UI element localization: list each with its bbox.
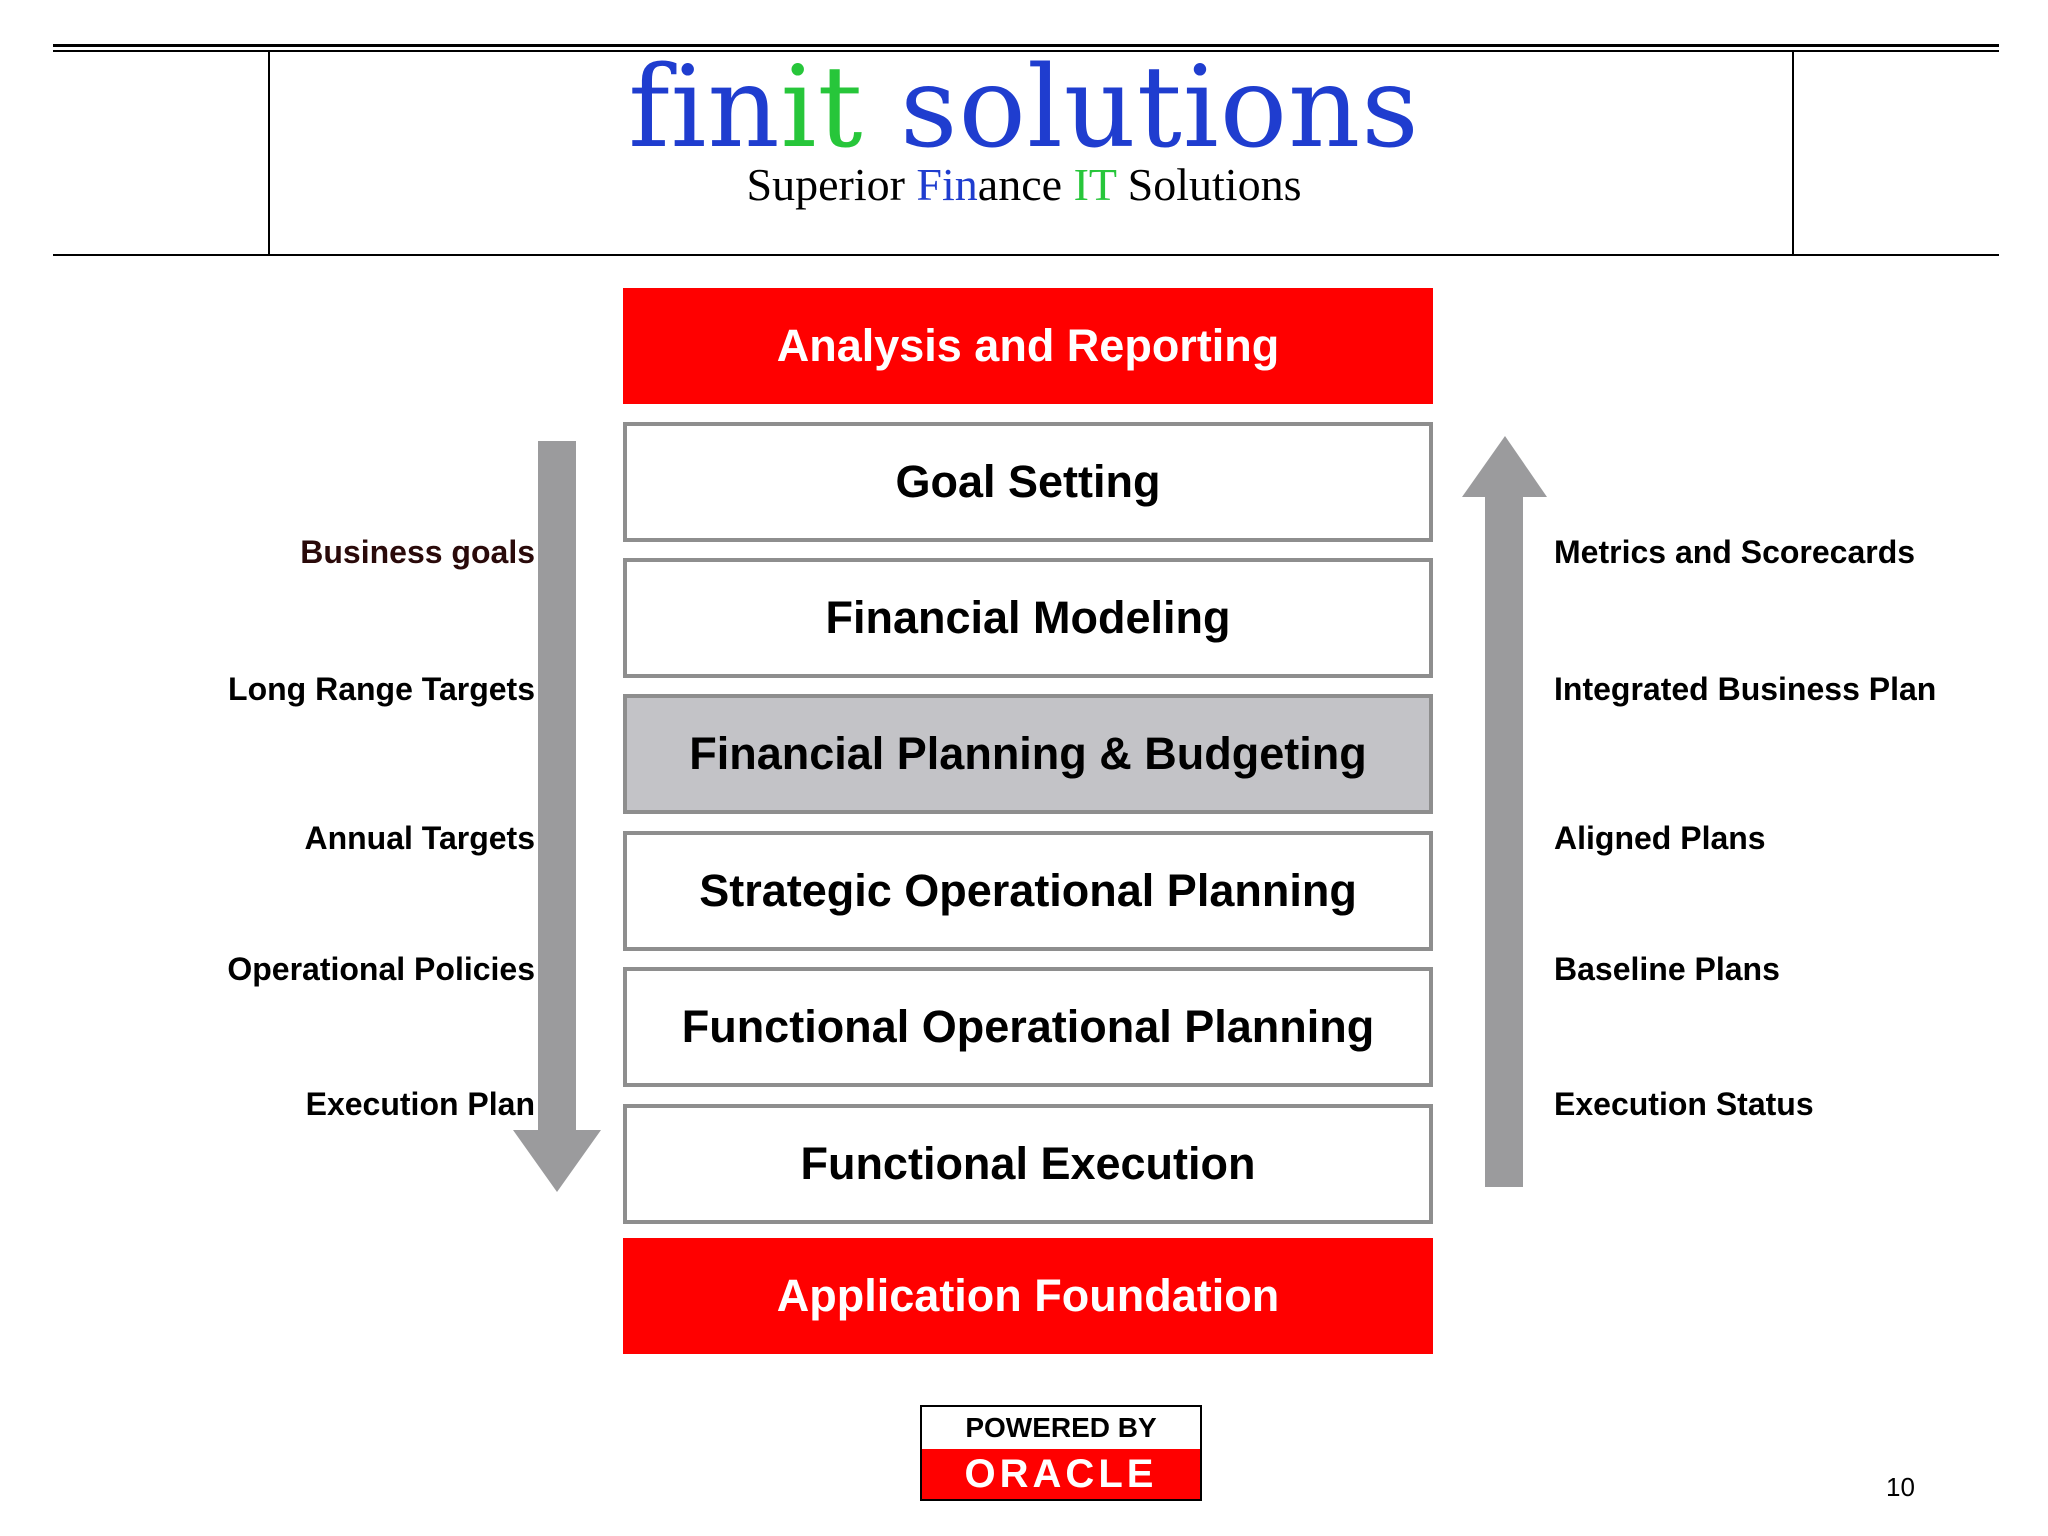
layer-functional-execution: Functional Execution: [623, 1104, 1433, 1224]
company-tagline: Superior Finance IT Solutions: [0, 158, 2048, 212]
left-label: Business goals: [300, 534, 535, 570]
oracle-wordmark: ORACLE: [964, 1452, 1158, 1496]
left-label: Operational Policies: [227, 951, 535, 987]
company-logo: finit solutions: [0, 48, 2048, 168]
left-label: Long Range Targets: [228, 671, 535, 707]
header-top-rule-inner: [53, 50, 1999, 52]
layer-financial-modeling: Financial Modeling: [623, 558, 1433, 678]
left-label: Annual Targets: [304, 820, 535, 856]
powered-by-oracle-badge: POWERED BY ORACLE: [920, 1405, 1202, 1501]
right-label: Baseline Plans: [1554, 951, 1780, 987]
layer-financial-planning-budgeting: Financial Planning & Budgeting: [623, 694, 1433, 814]
header-left-divider: [268, 52, 270, 256]
header-top-rule-outer: [53, 44, 1999, 47]
application-foundation-bar: Application Foundation: [623, 1238, 1433, 1354]
page-number: 10: [1886, 1472, 1915, 1502]
layer-functional-operational-planning: Functional Operational Planning: [623, 967, 1433, 1087]
down-arrow: [513, 441, 601, 1192]
layer-goal-setting: Goal Setting: [623, 422, 1433, 542]
tagline-part: ance: [977, 159, 1074, 210]
logo-part: fin: [628, 43, 781, 173]
logo-part: it: [780, 43, 864, 173]
tagline-part: Solutions: [1116, 159, 1302, 210]
powered-by-text: POWERED BY: [965, 1412, 1157, 1443]
up-arrow: [1462, 436, 1547, 1187]
right-label: Aligned Plans: [1554, 820, 1766, 856]
left-label: Execution Plan: [305, 1086, 535, 1122]
header-right-divider: [1792, 52, 1794, 256]
oracle-logo-band: ORACLE: [922, 1449, 1200, 1499]
analysis-and-reporting-bar: Analysis and Reporting: [623, 288, 1433, 404]
tagline-part: Fin: [916, 159, 978, 210]
right-label: Metrics and Scorecards: [1554, 534, 1916, 570]
header-bottom-rule: [53, 254, 1999, 256]
right-label: Execution Status: [1554, 1086, 1814, 1122]
layer-strategic-operational-planning: Strategic Operational Planning: [623, 831, 1433, 951]
right-label: Integrated Business Plan: [1554, 671, 1937, 707]
tagline-part: Superior: [746, 159, 917, 210]
logo-part: solutions: [863, 43, 1420, 173]
tagline-part: IT: [1073, 159, 1117, 210]
